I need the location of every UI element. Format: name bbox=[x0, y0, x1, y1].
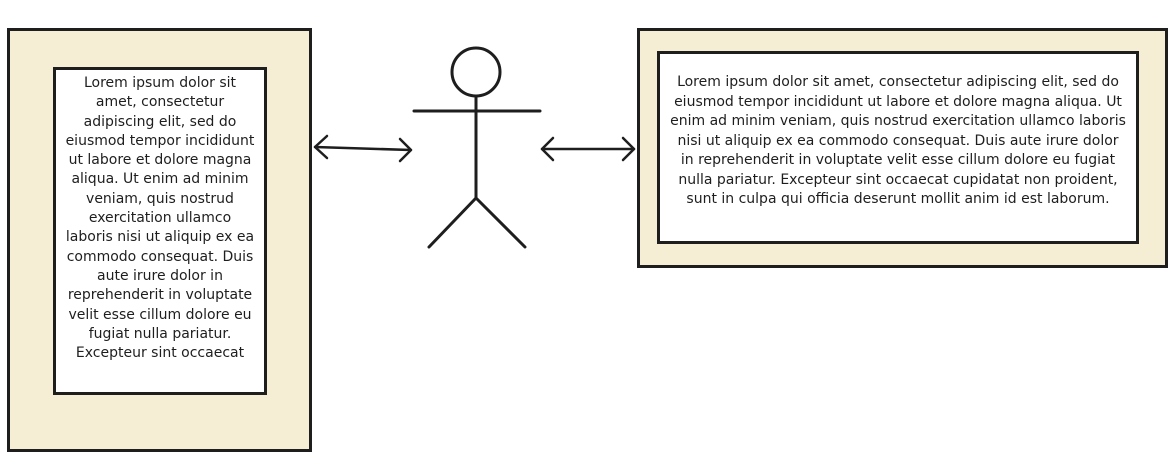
left-text-box: Lorem ipsum dolor sit amet, consectetur … bbox=[53, 67, 267, 395]
right-double-arrow-icon bbox=[540, 136, 636, 162]
left-panel: Lorem ipsum dolor sit amet, consectetur … bbox=[7, 28, 312, 452]
right-text-box: Lorem ipsum dolor sit amet, consectetur … bbox=[657, 51, 1139, 244]
right-panel-text: Lorem ipsum dolor sit amet, consectetur … bbox=[670, 74, 1126, 207]
left-double-arrow-icon bbox=[313, 134, 413, 163]
stick-figure-icon bbox=[412, 46, 542, 249]
left-panel-text: Lorem ipsum dolor sit amet, consectetur … bbox=[65, 75, 255, 362]
right-panel: Lorem ipsum dolor sit amet, consectetur … bbox=[637, 28, 1168, 268]
